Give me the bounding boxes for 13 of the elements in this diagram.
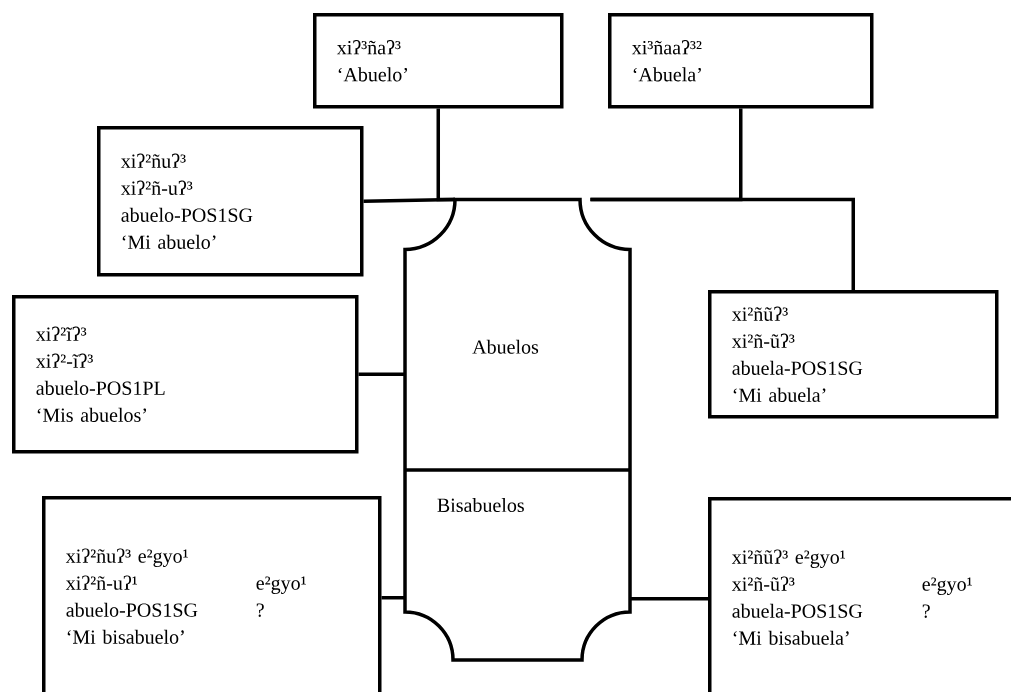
term-box: xi²ñũʔ³ e²gyo¹ xi²ñ-ũʔ³ e²gyo¹ abuela-POS1SG ? ‘Mi bisabuela’ — [708, 497, 1011, 692]
rounded-notch-frame: Abuelos Bisabuelos — [403, 197, 632, 662]
connector-line — [381, 596, 405, 600]
term-box: xiʔ²ĩʔ³ xiʔ²-ĩʔ³ abuelo-POS1PL ‘Mis abuelos’ — [12, 295, 359, 454]
term-box: xi²ñũʔ³ xi²ñ-ũʔ³ abuela-POS1SG ‘Mi abuela’ — [708, 290, 999, 419]
connector-line — [590, 197, 855, 290]
term-box: xi³ñaaʔ³² ‘Abuela’ — [608, 13, 874, 109]
connector-line — [363, 197, 456, 203]
term-box: xiʔ²ñuʔ³ e²gyo¹ xiʔ²ñ-uʔ¹ e²gyo¹ abuelo-POS1SG ? ‘Mi bisabuelo’ — [42, 496, 382, 692]
connector-line — [358, 372, 405, 376]
term-box: xiʔ³ñaʔ³ ‘Abuelo’ — [313, 13, 564, 109]
term-box: xiʔ²ñuʔ³ xiʔ²ñ-uʔ³ abuelo-POS1SG ‘Mi abuelo’ — [97, 126, 364, 277]
connector-line — [630, 597, 708, 601]
